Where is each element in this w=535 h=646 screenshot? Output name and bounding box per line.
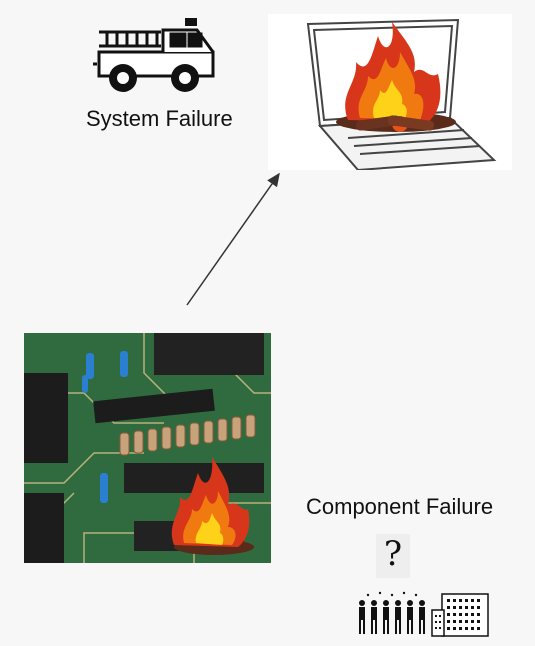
- system-failure-label: System Failure: [86, 106, 233, 131]
- people-building-icon: [359, 591, 489, 637]
- laptop-fire-icon: [268, 14, 512, 170]
- circuit-board-fire-image: [24, 333, 271, 563]
- question-mark: ?: [376, 534, 410, 578]
- component-failure-label: Component Failure: [306, 494, 494, 519]
- fire-truck-icon: [93, 18, 215, 92]
